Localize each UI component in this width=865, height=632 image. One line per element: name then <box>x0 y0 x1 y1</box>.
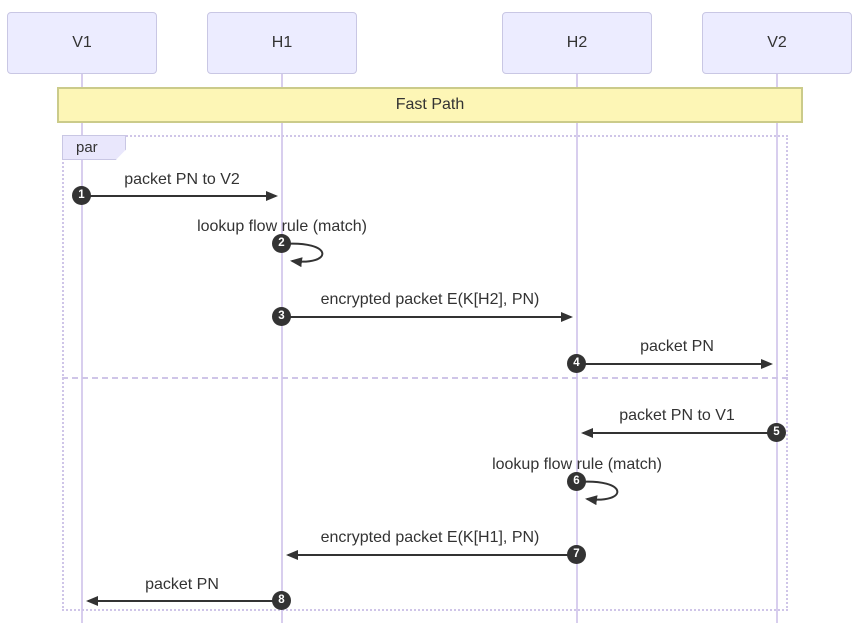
actor-box-v1: V1 <box>7 12 157 74</box>
fast-path-label: Fast Path <box>395 96 465 113</box>
arrow-2-self-h1 <box>281 242 324 268</box>
lifeline-v2 <box>776 74 778 623</box>
lifeline-v1 <box>81 74 83 623</box>
actor-box-v2: V2 <box>702 12 852 74</box>
sequence-number-2: 2 <box>272 234 291 253</box>
lifeline-h1 <box>281 74 283 623</box>
message-label-7: encrypted packet E(K[H1], PN) <box>320 529 540 546</box>
actor-box-h1: H1 <box>207 12 357 74</box>
par-frame <box>62 135 788 611</box>
message-label-6: lookup flow rule (match) <box>492 456 662 473</box>
actor-label-h2: H2 <box>566 34 588 51</box>
sequence-number-5: 5 <box>767 423 786 442</box>
lifeline-h2 <box>576 74 578 623</box>
sequence-number-8: 8 <box>272 591 291 610</box>
message-label-1: packet PN to V2 <box>124 171 240 188</box>
par-label-tab: par <box>62 135 126 160</box>
sequence-number-6: 6 <box>567 472 586 491</box>
actor-box-h2: H2 <box>502 12 652 74</box>
message-label-8: packet PN <box>145 576 219 593</box>
actor-label-h1: H1 <box>271 34 293 51</box>
sequence-number-7: 7 <box>567 545 586 564</box>
message-label-4: packet PN <box>640 338 714 355</box>
arrow-6-self-h2 <box>576 480 619 506</box>
message-label-2: lookup flow rule (match) <box>197 218 367 235</box>
message-label-5: packet PN to V1 <box>619 407 735 424</box>
actor-label-v2: V2 <box>767 34 787 51</box>
fast-path-note: Fast Path <box>57 87 803 123</box>
actor-label-v1: V1 <box>72 34 92 51</box>
par-label: par <box>76 139 98 156</box>
message-label-3: encrypted packet E(K[H2], PN) <box>320 291 540 308</box>
sequence-number-4: 4 <box>567 354 586 373</box>
sequence-number-3: 3 <box>272 307 291 326</box>
sequence-number-1: 1 <box>72 186 91 205</box>
par-divider <box>62 377 788 379</box>
